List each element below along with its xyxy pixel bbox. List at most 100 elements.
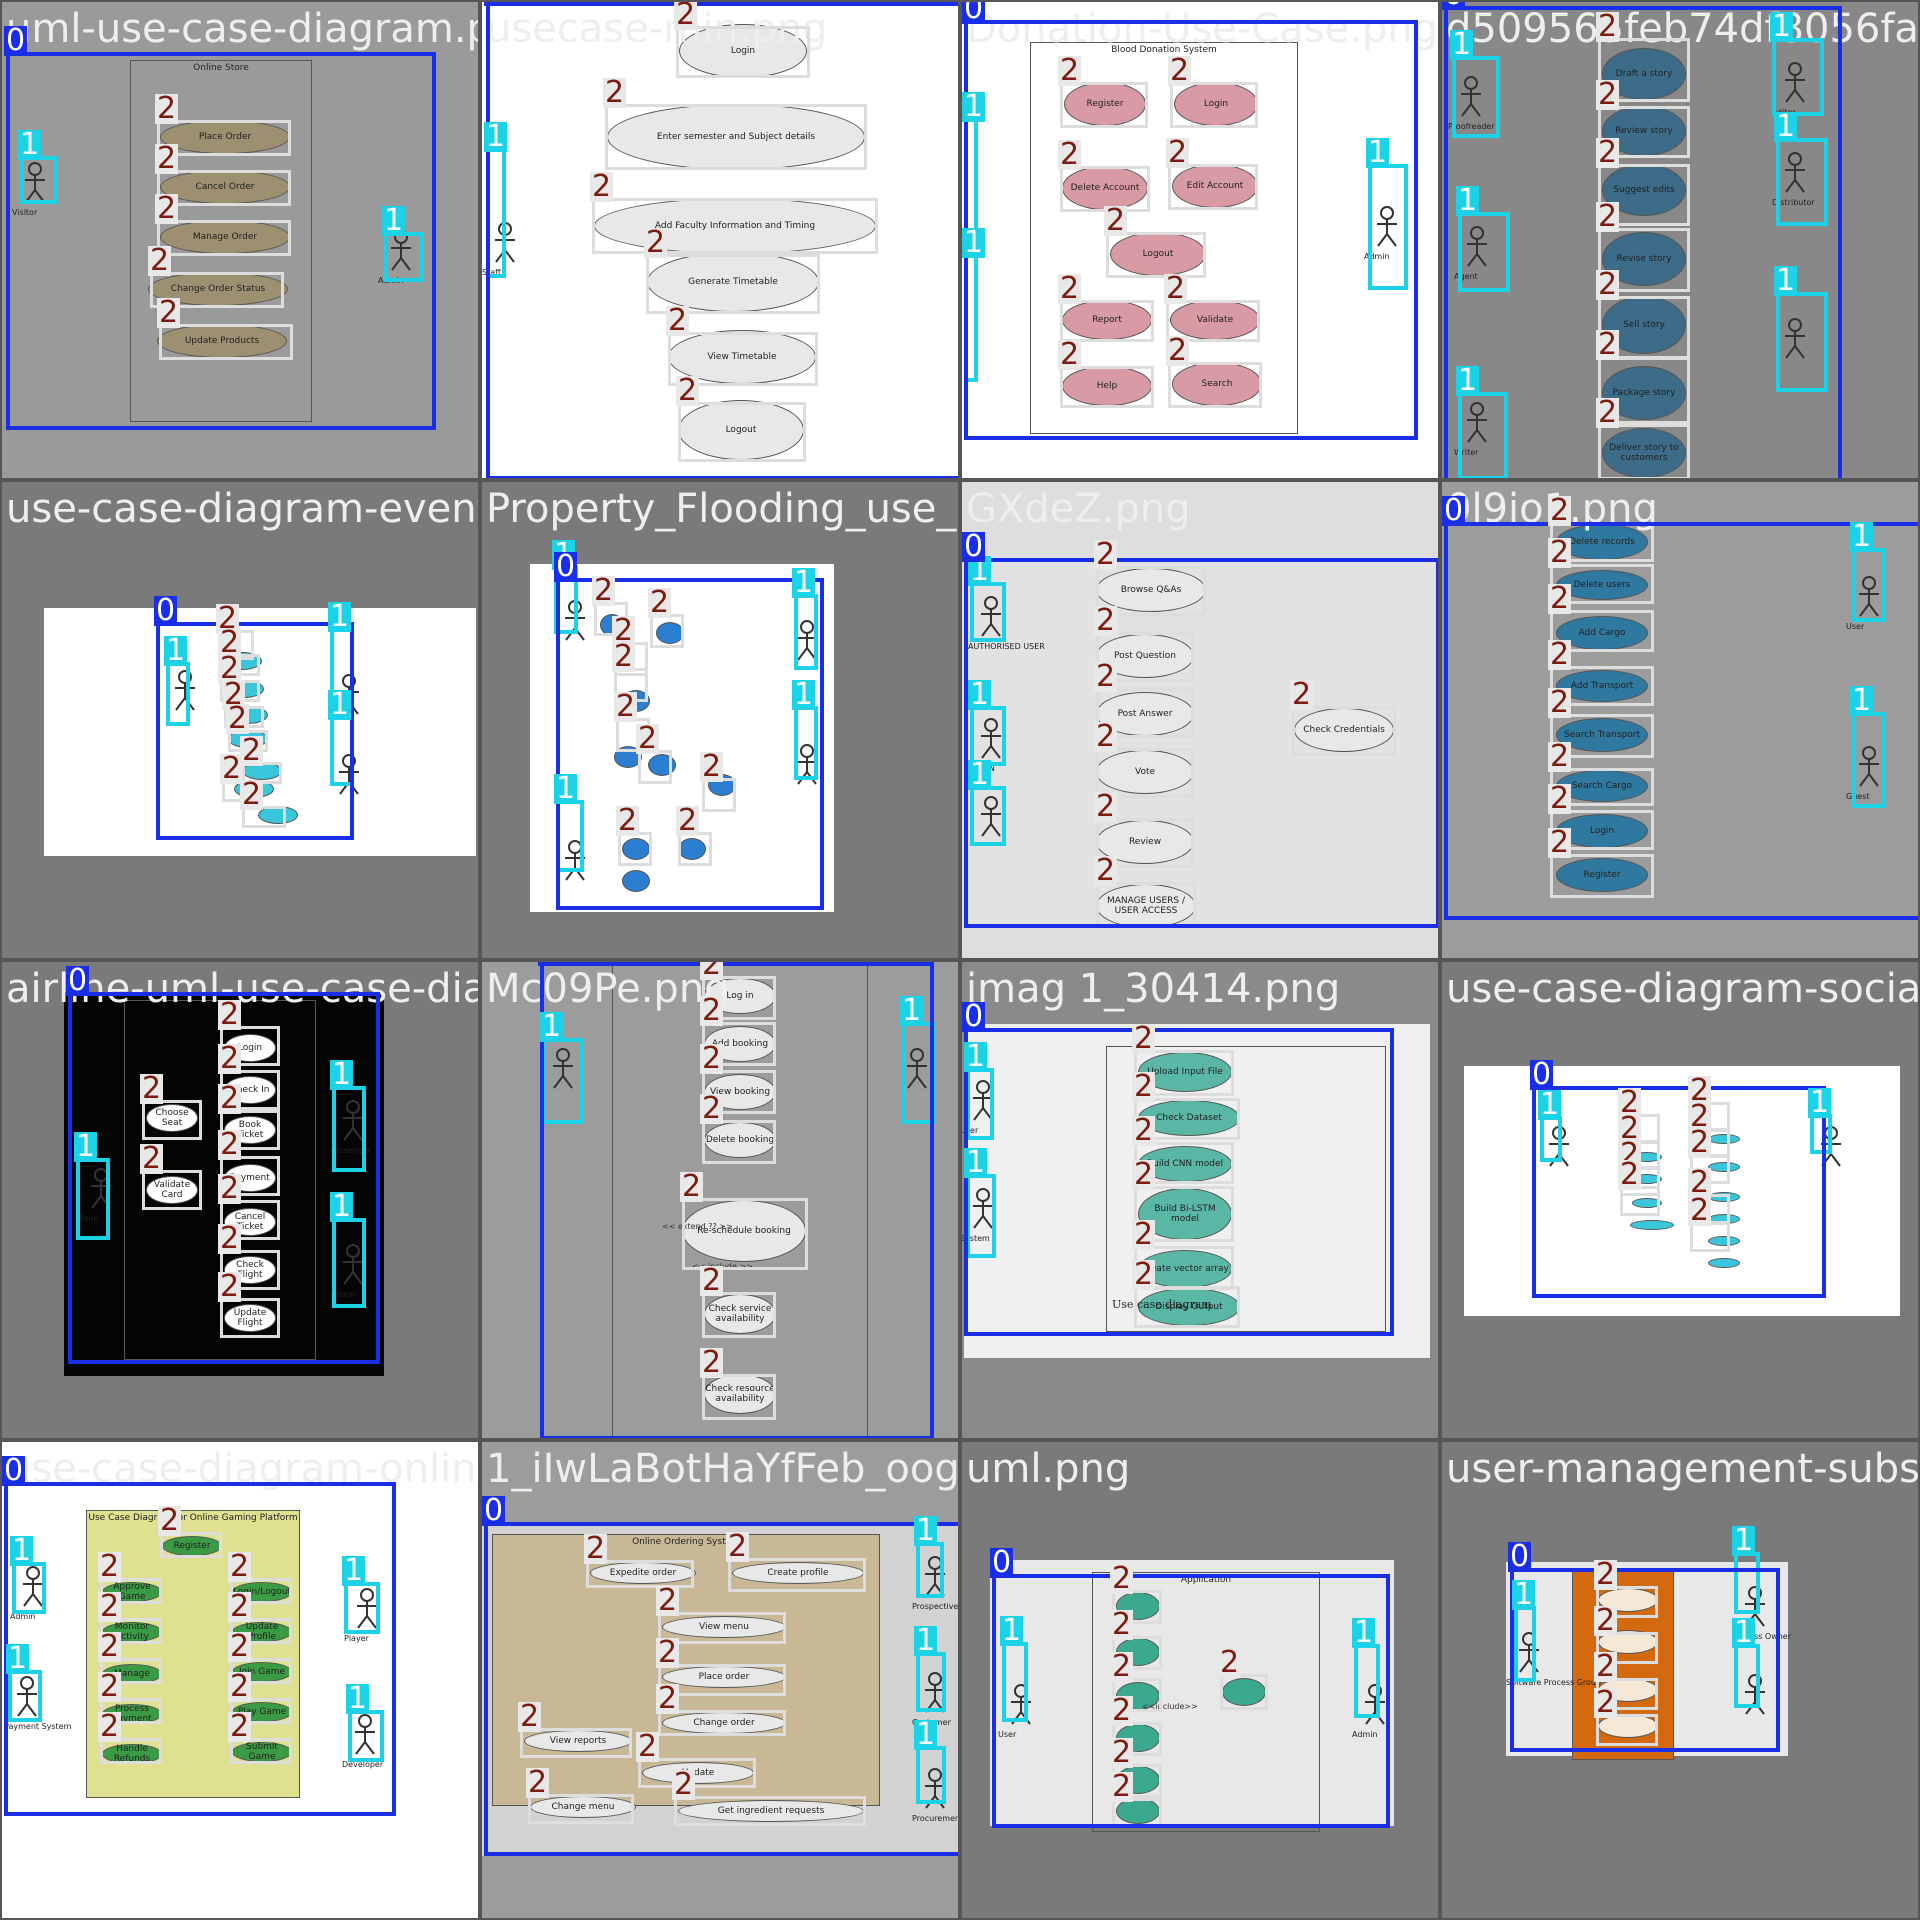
use-case-ellipse: Search Transport	[1556, 718, 1648, 752]
actor-name: Admin	[10, 1612, 36, 1621]
class-2-box-label: 2	[1110, 1735, 1134, 1770]
class-1-box-label: 1	[914, 1513, 938, 1548]
class-2-box	[1096, 748, 1194, 798]
class-2-box-label: 2	[1596, 199, 1620, 234]
class-0-box	[540, 962, 934, 1438]
class-2-box	[230, 1658, 292, 1684]
class-2-box-label: 2	[228, 1709, 252, 1744]
tile-filename: GXdeZ.png	[966, 486, 1191, 532]
actor-name: Agent	[1454, 272, 1478, 281]
class-2-box-label: 2	[1104, 203, 1128, 238]
class-2-box	[220, 1298, 280, 1338]
class-2-box	[1596, 1586, 1658, 1618]
class-2-box-label: 2	[1058, 271, 1082, 306]
actor-icon	[354, 1588, 380, 1636]
class-2-box	[1112, 1678, 1162, 1712]
class-1-box-label: 1	[484, 119, 508, 154]
class-0-box-label: 0	[484, 2, 508, 6]
use-case-ellipse: Update Flight	[224, 1304, 276, 1332]
class-2-box	[1096, 818, 1194, 868]
actor-name: User	[1846, 622, 1865, 631]
class-2-box	[1096, 882, 1196, 930]
class-2-box-label: 2	[1094, 659, 1118, 694]
class-0-box-label: 0	[1442, 2, 1466, 10]
class-2-box-label: 2	[228, 1669, 252, 1704]
class-2-box-label: 2	[1132, 1069, 1156, 1104]
class-2-box-label: 2	[1596, 77, 1620, 112]
class-2-box	[142, 1170, 202, 1210]
class-2-box	[668, 332, 818, 386]
class-1-box-label: 1	[914, 1717, 938, 1752]
class-2-box-label: 2	[1166, 333, 1190, 368]
class-2-box-label: 2	[1058, 137, 1082, 172]
class-2-box	[528, 1794, 634, 1824]
class-2-box	[1598, 38, 1690, 102]
actor-icon	[340, 1244, 366, 1292]
use-case-ellipse: Delete users	[1556, 570, 1648, 600]
class-1-box-label: 1	[900, 993, 924, 1028]
class-1-box-label: 1	[1456, 363, 1480, 398]
class-2-box-label: 2	[526, 1765, 550, 1800]
class-2-box	[1170, 82, 1258, 128]
class-2-box	[100, 1618, 162, 1644]
use-case-ellipse: Validate	[1170, 300, 1260, 340]
class-2-box	[1096, 632, 1194, 682]
class-1-box-label: 1	[164, 633, 188, 668]
class-2-box-label: 2	[155, 191, 179, 226]
actor-name: Proofreader	[1448, 122, 1495, 131]
class-1-box-label: 1	[540, 1009, 564, 1044]
class-2-box-label: 2	[700, 1263, 724, 1298]
use-case-ellipse	[1598, 1714, 1658, 1738]
class-2-box	[1596, 1714, 1658, 1746]
class-2-box-label: 2	[656, 1681, 680, 1716]
class-2-box-label: 2	[680, 1169, 704, 1204]
class-2-box	[157, 170, 291, 206]
tile-filename: uml.png	[966, 1446, 1131, 1492]
class-0-box-label: 0	[482, 1493, 506, 1528]
class-0-box-label: 0	[1442, 493, 1466, 528]
class-2-box-label: 2	[1110, 1649, 1134, 1684]
class-2-box	[100, 1698, 162, 1724]
tile-filename: Property_Flooding_use_case.png	[486, 486, 958, 532]
class-2-box-label: 2	[700, 962, 724, 980]
include-note: << extend ?? >>	[662, 1222, 733, 1231]
class-2-box-label: 2	[676, 803, 700, 838]
class-2-box-label: 2	[700, 1091, 724, 1126]
class-0-box	[992, 1574, 1390, 1828]
class-2-box-label: 2	[1596, 9, 1620, 44]
class-1-box-label: 1	[328, 687, 352, 722]
actor-name: Passenger	[330, 1146, 371, 1155]
class-2-box-label: 2	[1596, 327, 1620, 362]
class-2-box-label: 2	[1132, 1113, 1156, 1148]
class-2-box-label: 2	[1094, 603, 1118, 638]
use-case-ellipse: Help	[1062, 366, 1152, 406]
class-2-box-label: 2	[1594, 1685, 1618, 1720]
class-2-box	[1550, 714, 1654, 758]
actor-icon	[794, 620, 820, 668]
class-2-box-label: 2	[612, 639, 636, 674]
class-0-box	[964, 558, 1438, 928]
class-0-box-label: 0	[1508, 1539, 1532, 1574]
actor-name: Admin	[1352, 1730, 1378, 1739]
class-0-box-label: 0	[538, 962, 562, 966]
class-2-box-label: 2	[1548, 825, 1572, 860]
class-2-box-label: 2	[218, 1221, 242, 1256]
class-1-box-label: 1	[1850, 683, 1874, 718]
use-case-ellipse: Browse Q&As	[1096, 568, 1206, 612]
actor-icon	[1856, 576, 1882, 624]
class-2-box	[1134, 1186, 1234, 1242]
class-2-box	[1598, 164, 1690, 226]
class-1-box-label: 1	[10, 1533, 34, 1568]
tile-filename: uml-use-case-diagram.png	[6, 6, 478, 52]
class-2-box-label: 2	[1548, 781, 1572, 816]
class-2-box-label: 2	[1094, 789, 1118, 824]
class-0-box-label: 0	[154, 593, 178, 628]
class-2-box	[702, 1070, 776, 1114]
class-2-box-label: 2	[1594, 1557, 1618, 1592]
actor-name: Staff	[482, 268, 501, 277]
class-2-box-label: 2	[1594, 1603, 1618, 1638]
class-2-box-label: 2	[1218, 1645, 1242, 1680]
